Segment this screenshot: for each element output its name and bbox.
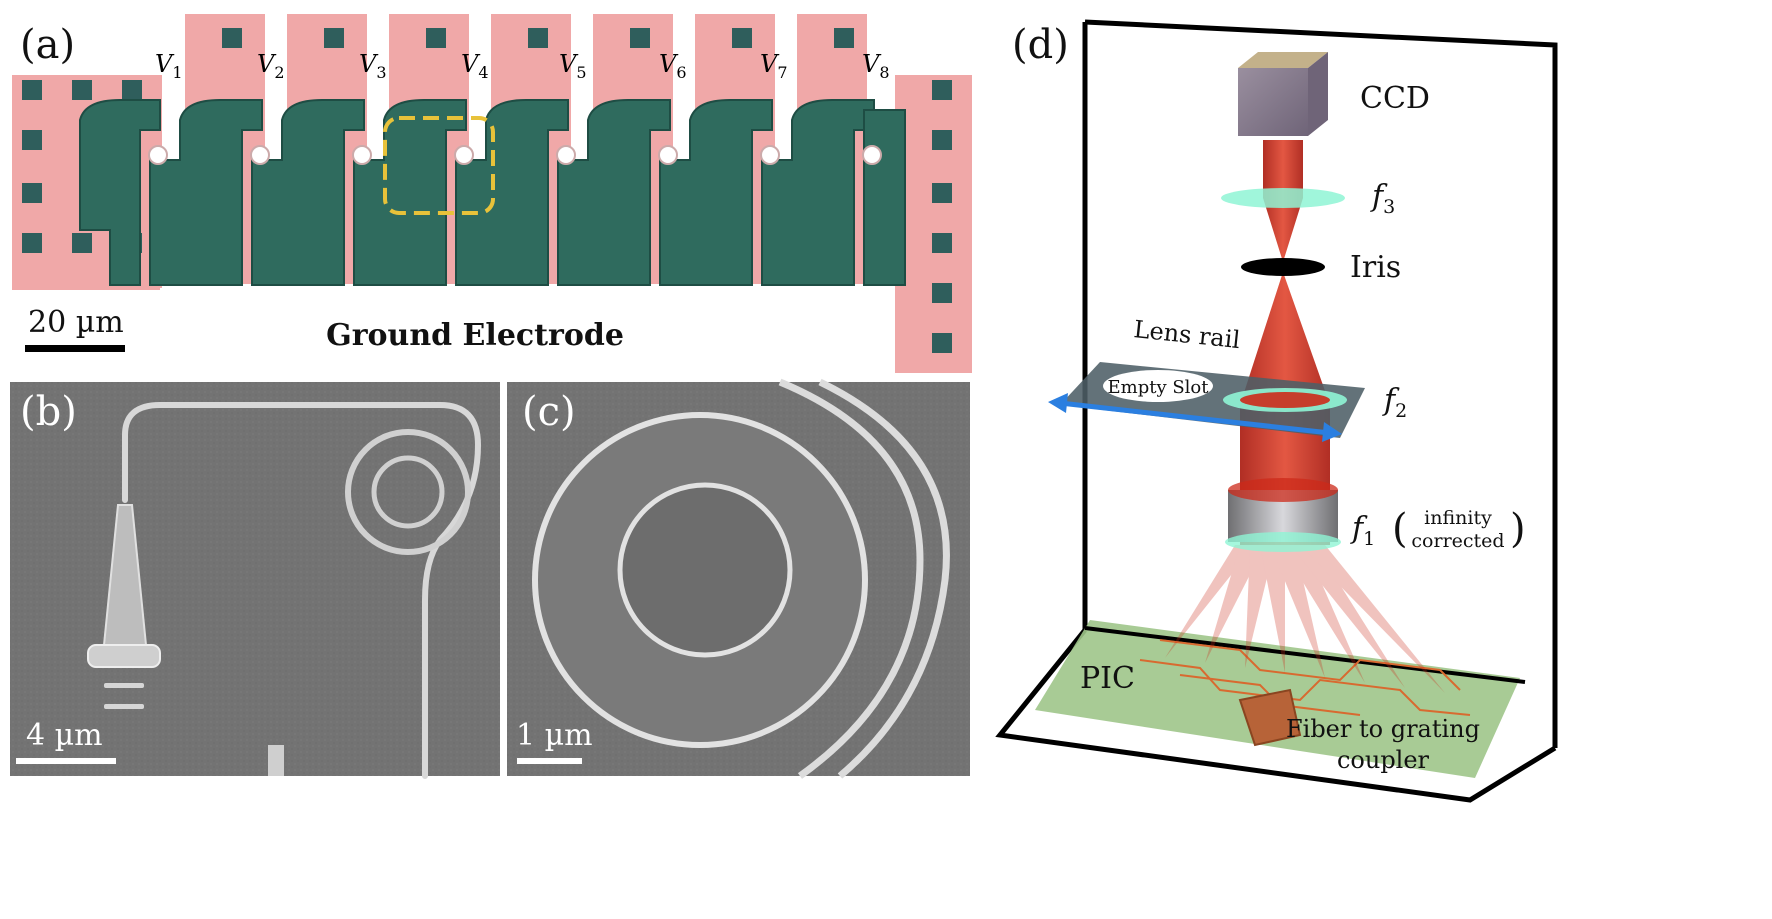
iris <box>1241 258 1325 276</box>
scale-bar <box>25 345 125 352</box>
sem-image-b <box>10 382 500 776</box>
panel-a: (a) V1 V2 V3 V4 V5 V6 V7 V8 20 µm Ground… <box>12 12 972 374</box>
voltage-labels: V1 V2 V3 V4 V5 V6 V7 V8 <box>155 50 890 82</box>
microring-b-inner <box>371 455 445 529</box>
iris-label: Iris <box>1350 250 1401 285</box>
voltage-label: V2 <box>257 50 285 82</box>
empty-slot <box>1103 370 1213 402</box>
ccd-label: CCD <box>1360 81 1430 116</box>
voltage-label: V8 <box>862 50 890 82</box>
panel-c: (c) 1 µm <box>507 378 970 779</box>
grating-coupler-pad <box>87 644 161 668</box>
pic-label: PIC <box>1080 661 1135 696</box>
pic-edge <box>1084 626 1526 684</box>
scale-bar-label: 1 µm <box>516 718 593 753</box>
f1-note-bottom: corrected <box>1411 530 1504 552</box>
f1-label: f1 <box>1350 511 1375 550</box>
panel-b-label: (b) <box>20 389 77 435</box>
scale-bar-label: 4 µm <box>26 718 103 753</box>
lens-f2-center <box>1240 392 1330 408</box>
stub <box>268 745 284 776</box>
panel-a-label: (a) <box>20 22 75 68</box>
scale-bar <box>517 758 582 764</box>
voltage-label: V6 <box>659 50 687 82</box>
fiber-label-line1: Fiber to grating <box>1286 715 1480 743</box>
beam-cone-f3 <box>1263 198 1303 262</box>
ring-highlight-box <box>383 116 495 215</box>
objective-f1 <box>1225 478 1341 552</box>
f1-note-top: infinity <box>1424 507 1492 529</box>
ground-electrode-label: Ground Electrode <box>326 318 624 353</box>
fiber <box>1238 688 1302 747</box>
scale-bar <box>16 758 116 764</box>
f1-paren-close: ) <box>1510 506 1526 552</box>
empty-slot-label: Empty Slot <box>1107 377 1209 398</box>
bus-waveguide-c <box>778 378 950 779</box>
rail-arrow <box>1048 393 1342 442</box>
panel-d: (d) <box>995 19 1558 803</box>
ccd-camera <box>1238 52 1328 136</box>
panel-c-label: (c) <box>522 389 576 435</box>
voltage-label: V4 <box>461 50 489 82</box>
beam-cone-f2 <box>1240 272 1330 405</box>
waveguide-b <box>122 402 482 779</box>
ground-electrode-region <box>160 288 895 374</box>
grating-line <box>104 704 144 709</box>
f3-label: f3 <box>1370 179 1395 218</box>
voltage-label: V3 <box>359 50 387 82</box>
microring-highlights <box>148 145 882 165</box>
fan-out-beams <box>1165 545 1445 693</box>
f1-paren-open: ( <box>1392 506 1408 552</box>
voltage-label: V7 <box>760 50 788 82</box>
fiber-label-line2: coupler <box>1337 746 1430 774</box>
scale-bar-label: 20 µm <box>28 305 124 340</box>
panel-d-label: (d) <box>1012 22 1069 68</box>
lens-f3 <box>1221 188 1345 208</box>
via-grid <box>22 28 952 353</box>
voltage-label: V1 <box>155 50 183 82</box>
lens-rail-label: Lens rail <box>1132 315 1241 354</box>
voltage-label: V5 <box>559 50 587 82</box>
f2-label: f2 <box>1382 383 1407 422</box>
setup-frame <box>995 19 1558 803</box>
microring-c-inner <box>617 482 793 658</box>
grating-line <box>104 683 144 688</box>
microring-b <box>345 429 471 555</box>
panel-b: (b) 4 µm <box>10 382 500 779</box>
